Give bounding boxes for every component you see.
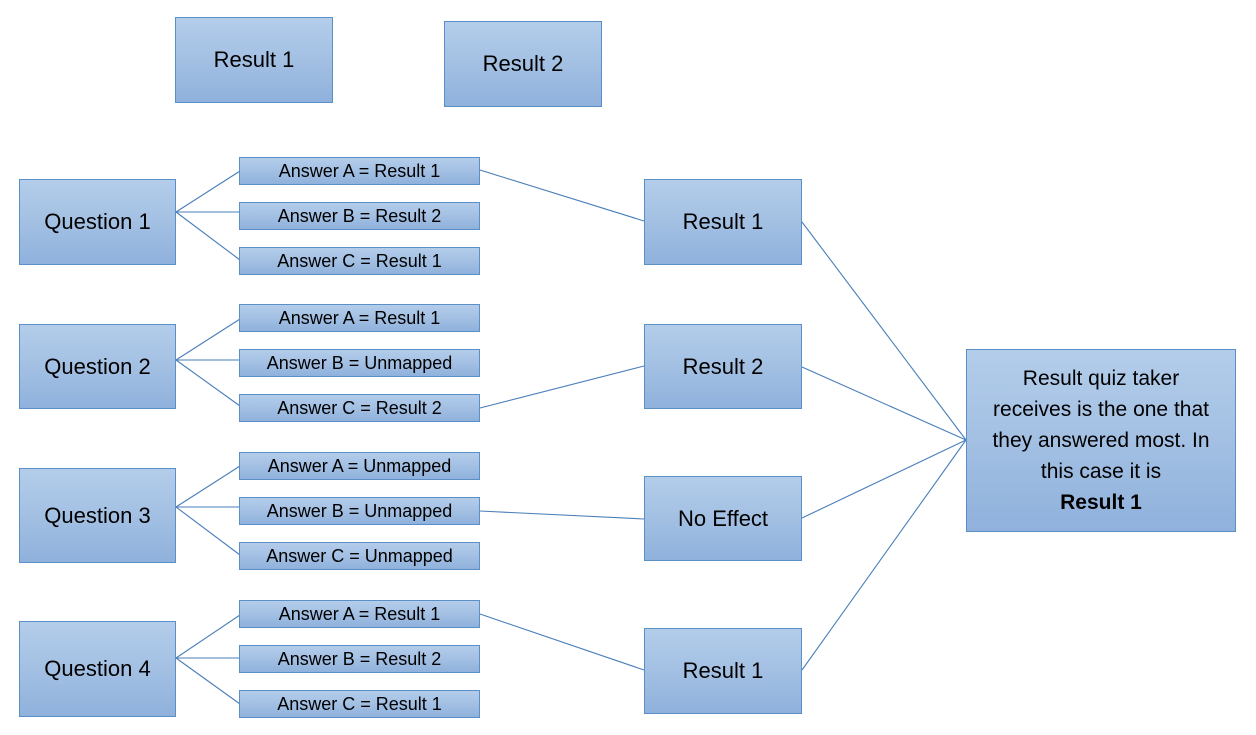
q4-answer-b: Answer B = Result 2 <box>239 645 480 673</box>
final-result-text: Result quiz taker receives is the one th… <box>992 367 1210 483</box>
connector-q1a-outcome <box>479 169 645 222</box>
q3-answer-c: Answer C = Unmapped <box>239 542 480 570</box>
outcome-2-box: Result 2 <box>644 324 802 409</box>
final-result-box: Result quiz taker receives is the one th… <box>966 349 1236 532</box>
question-3-box: Question 3 <box>19 468 176 563</box>
connector-q2-c <box>175 359 241 407</box>
outcome-4-box: Result 1 <box>644 628 802 714</box>
connector-q4-c <box>175 657 241 705</box>
q2-answer-b: Answer B = Unmapped <box>239 349 480 377</box>
connector-q3b-outcome <box>479 510 645 520</box>
q4-answer-c: Answer C = Result 1 <box>239 690 480 718</box>
final-result-emphasis: Result 1 <box>1060 491 1142 514</box>
legend-result-1: Result 1 <box>175 17 333 103</box>
q2-answer-a: Answer A = Result 1 <box>239 304 480 332</box>
connector-q1-c <box>175 211 241 261</box>
question-4-box: Question 4 <box>19 621 176 717</box>
q3-answer-b: Answer B = Unmapped <box>239 497 480 525</box>
q1-answer-c: Answer C = Result 1 <box>239 247 480 275</box>
outcome-1-box: Result 1 <box>644 179 802 265</box>
outcome-3-box: No Effect <box>644 476 802 561</box>
connector-q3-c <box>175 506 241 556</box>
q3-answer-a: Answer A = Unmapped <box>239 452 480 480</box>
connector-q4-a <box>175 614 241 659</box>
q4-answer-a: Answer A = Result 1 <box>239 600 480 628</box>
legend-result-2: Result 2 <box>444 21 602 107</box>
q1-answer-b: Answer B = Result 2 <box>239 202 480 230</box>
q1-answer-a: Answer A = Result 1 <box>239 157 480 185</box>
connector-q2-a <box>175 318 241 361</box>
connector-outcome1-final <box>801 221 967 441</box>
connector-outcome2-final <box>801 366 967 441</box>
question-1-box: Question 1 <box>19 179 176 265</box>
q2-answer-c: Answer C = Result 2 <box>239 394 480 422</box>
connector-outcome3-final <box>801 439 967 519</box>
connector-q2c-outcome <box>479 365 645 409</box>
connector-q3-a <box>175 465 241 508</box>
connector-q4a-outcome <box>479 613 645 671</box>
question-2-box: Question 2 <box>19 324 176 409</box>
connector-q1-a <box>175 170 241 213</box>
connector-outcome4-final <box>801 439 967 671</box>
